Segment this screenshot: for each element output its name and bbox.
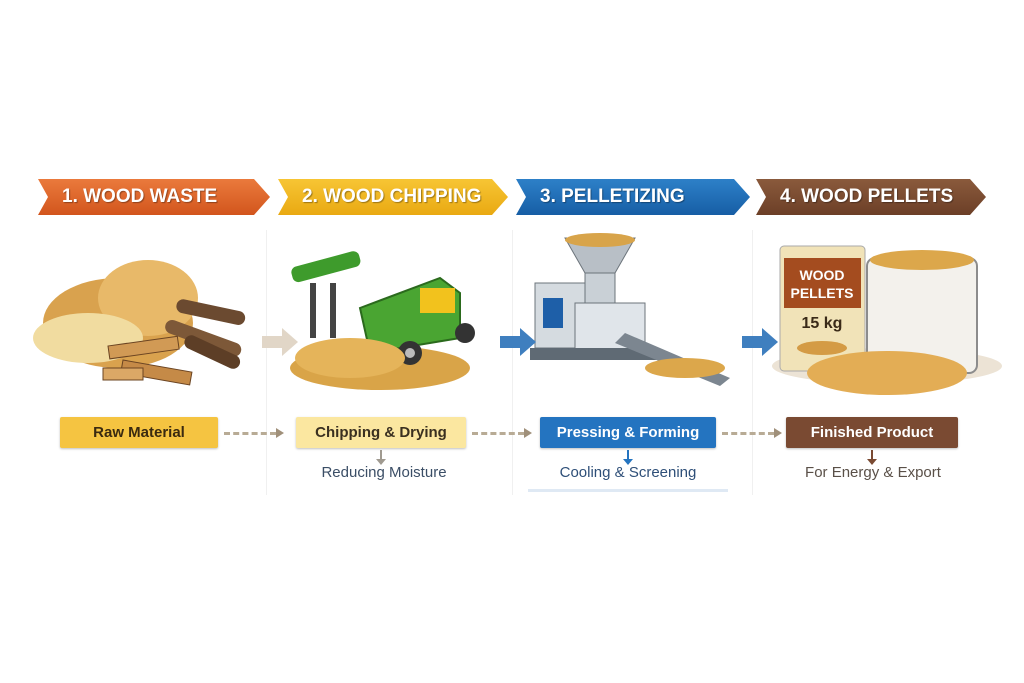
label-raw-material: Raw Material bbox=[60, 417, 218, 448]
sub-cooling-screening: Cooling & Screening bbox=[528, 464, 728, 492]
arrow-right-icon bbox=[520, 328, 536, 356]
arrow-shaft bbox=[742, 336, 762, 348]
label-chipping-drying: Chipping & Drying bbox=[296, 417, 466, 448]
sub-energy-export: For Energy & Export bbox=[805, 464, 941, 481]
bag-line1: WOOD bbox=[799, 267, 844, 283]
arrow-right-icon bbox=[282, 328, 298, 356]
arrow-right-icon bbox=[722, 428, 782, 438]
bag-weight: 15 kg bbox=[802, 315, 843, 332]
pellet-bags-icon: WOOD PELLETS 15 kg bbox=[772, 245, 1002, 395]
stage-4-banner: 4. WOOD PELLETS bbox=[756, 179, 986, 215]
arrow-right-icon bbox=[472, 428, 532, 438]
arrow-right-icon bbox=[762, 328, 778, 356]
arrow-down-icon bbox=[376, 450, 386, 465]
wood-pile-icon bbox=[33, 260, 246, 386]
stage-2-banner: 2. WOOD CHIPPING bbox=[278, 179, 508, 215]
arrow-down-icon bbox=[623, 450, 633, 465]
arrow-right-icon bbox=[224, 428, 284, 438]
divider bbox=[512, 230, 513, 495]
label-pressing-forming: Pressing & Forming bbox=[540, 417, 716, 448]
sub-reducing-moisture: Reducing Moisture bbox=[321, 464, 447, 481]
stage-1-banner: 1. WOOD WASTE bbox=[38, 179, 270, 215]
stage-3-banner: 3. PELLETIZING bbox=[516, 179, 750, 215]
arrow-shaft bbox=[500, 336, 520, 348]
divider bbox=[752, 230, 753, 495]
arrow-shaft bbox=[262, 336, 282, 348]
bag-line2: PELLETS bbox=[790, 285, 853, 301]
pellet-mill-icon bbox=[530, 233, 730, 386]
arrow-down-icon bbox=[867, 450, 877, 465]
divider bbox=[266, 230, 267, 495]
wood-chipper-icon bbox=[290, 251, 475, 390]
label-finished-product: Finished Product bbox=[786, 417, 958, 448]
